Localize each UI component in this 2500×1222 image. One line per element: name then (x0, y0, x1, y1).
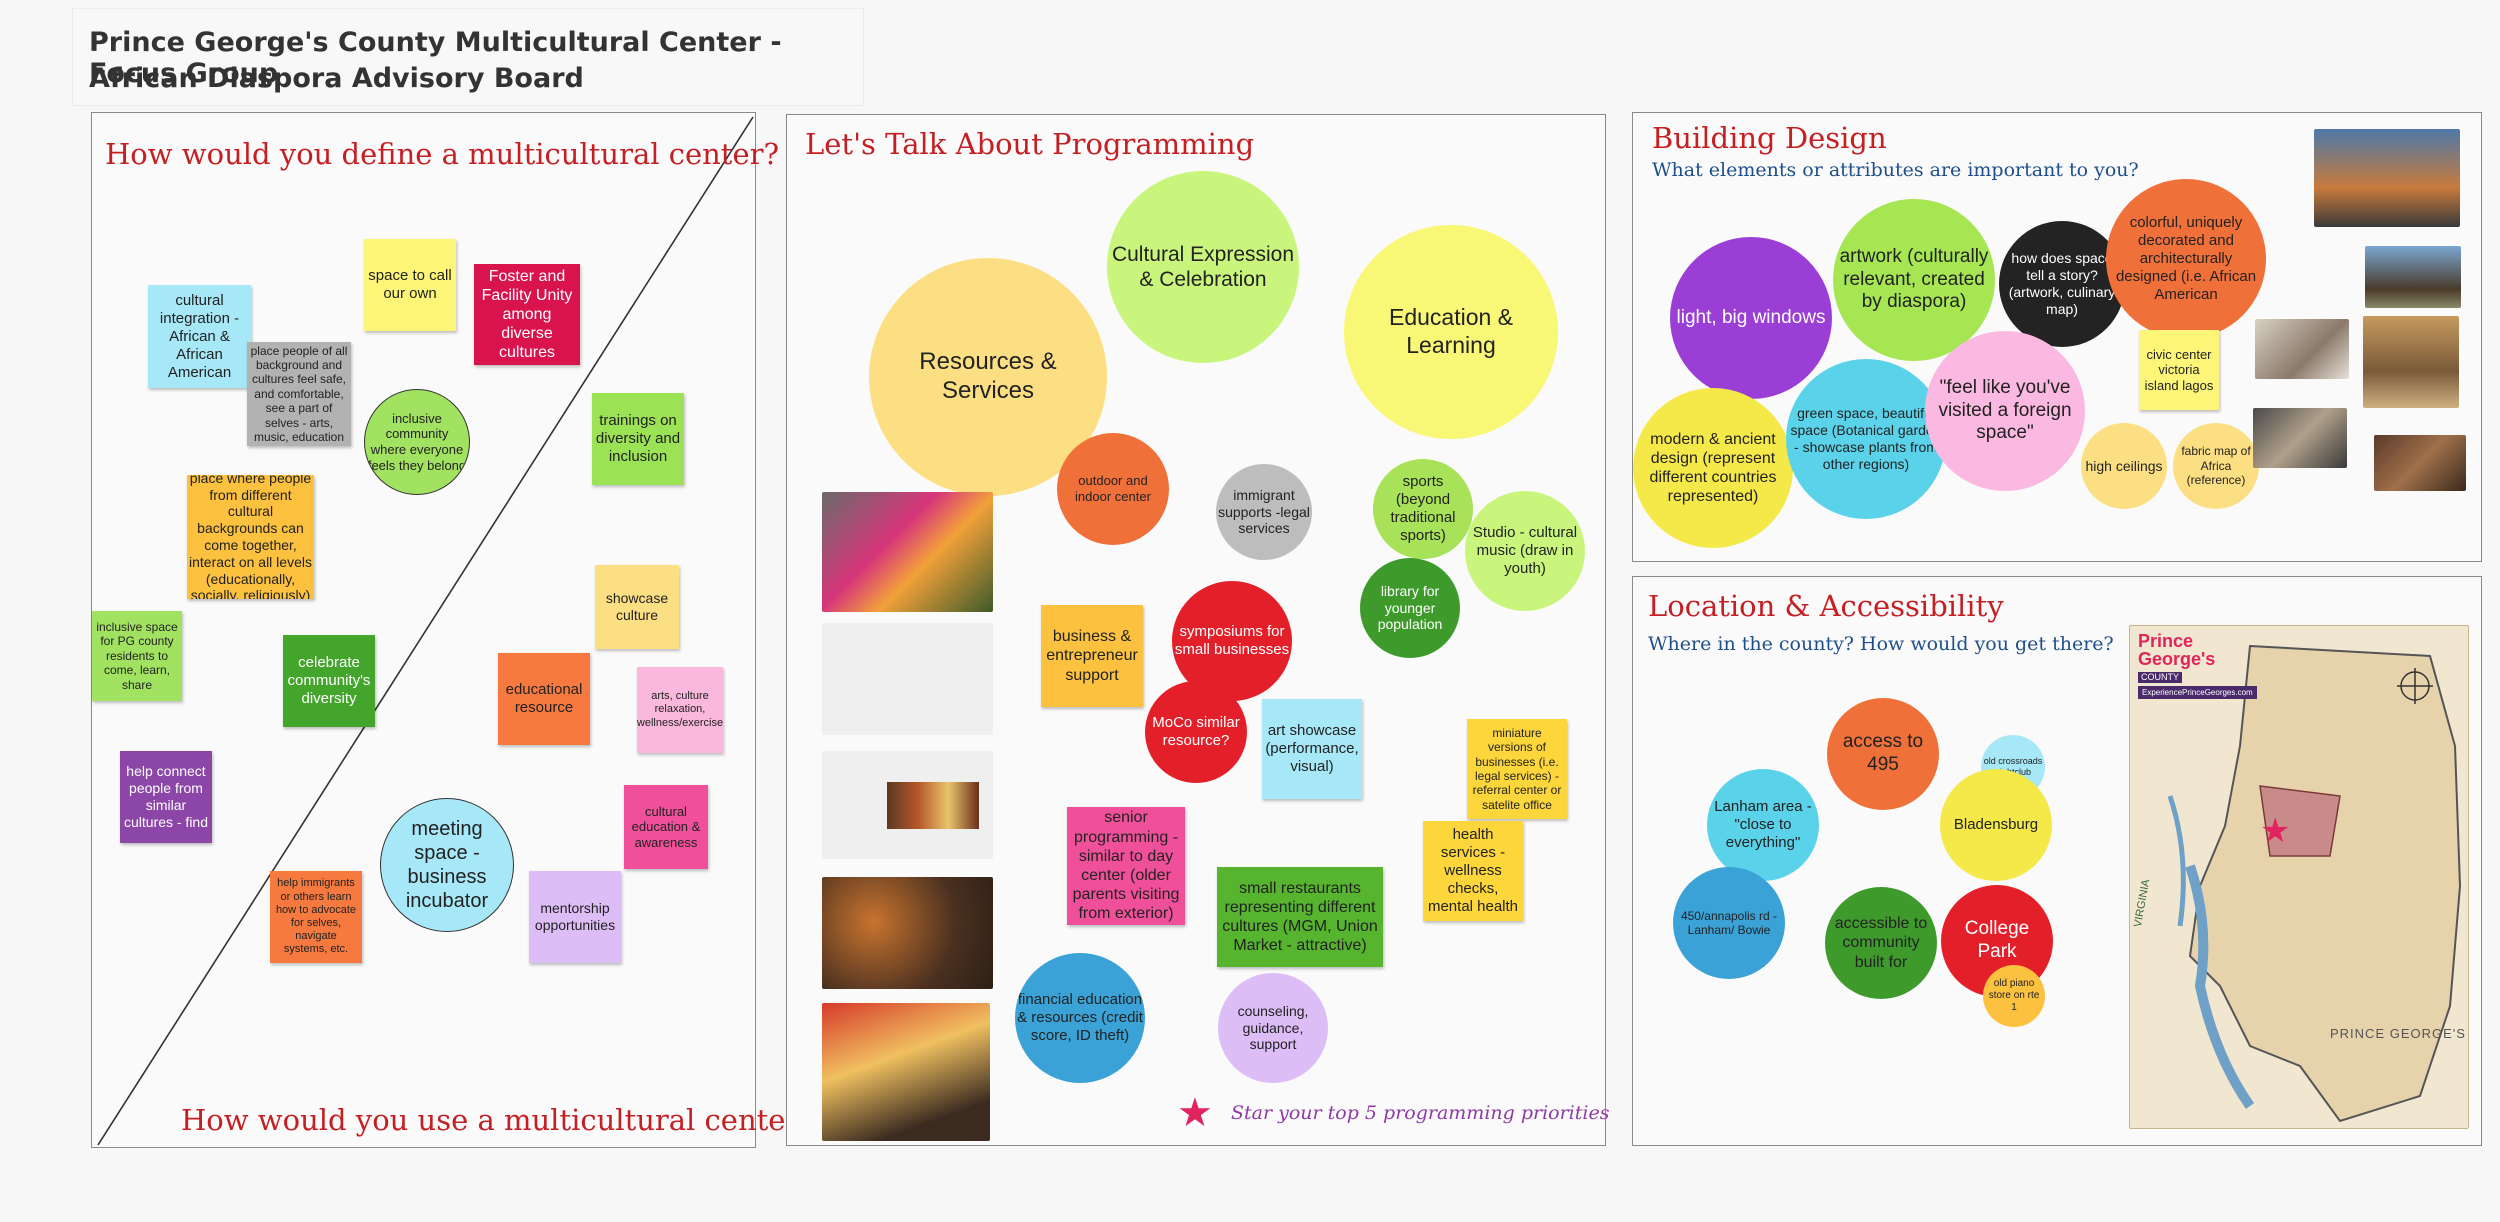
sticky-note[interactable]: health services - wellness checks, menta… (1423, 821, 1523, 921)
sticky-note[interactable]: arts, culture relaxation, wellness/exerc… (637, 667, 723, 753)
sticky-circle[interactable]: access to 495 (1827, 698, 1939, 810)
sticky-circle[interactable]: "feel like you've visited a foreign spac… (1925, 331, 2085, 491)
sticky-circle[interactable]: 450/annapolis rd - Lanham/ Bowie (1673, 867, 1785, 979)
sticky-circle[interactable]: accessible to community built for (1825, 887, 1937, 999)
sticky-note[interactable]: celebrate community's diversity (283, 635, 375, 727)
frame-programming[interactable]: Let's Talk About Programming Resources &… (786, 114, 1610, 1146)
board-subtitle: African Diaspora Advisory Board (89, 63, 584, 94)
location-title: Location & Accessibility (1648, 589, 2004, 623)
photo-loading[interactable] (822, 623, 993, 735)
photo-dancers[interactable] (822, 492, 993, 612)
sticky-circle[interactable]: colorful, uniquely decorated and archite… (2106, 179, 2266, 339)
photo-interior-hall[interactable] (2255, 319, 2349, 379)
photo-food-table[interactable] (822, 751, 993, 859)
sticky-note[interactable]: art showcase (performance, visual) (1262, 699, 1362, 799)
divider-diagonal-line (97, 116, 754, 1146)
sticky-circle[interactable]: light, big windows (1670, 237, 1832, 399)
category-bubble[interactable]: Cultural Expression & Celebration (1107, 171, 1299, 363)
question-use: How would you use a multicultural center… (181, 1103, 815, 1137)
map-url: ExperiencePrinceGeorges.com (2138, 686, 2257, 699)
sticky-circle[interactable]: Lanham area - "close to everything" (1707, 769, 1819, 881)
frame-define-use[interactable]: How would you define a multicultural cen… (91, 112, 815, 1148)
sticky-circle[interactable]: meeting space - business incubator (380, 798, 514, 932)
board-title: Prince George's County Multicultural Cen… (89, 27, 782, 89)
sticky-circle[interactable]: inclusive community where everyone feels… (364, 389, 470, 495)
sticky-note[interactable]: cultural integration - African & African… (148, 285, 251, 388)
sticky-circle[interactable]: Studio - cultural music (draw in youth) (1465, 491, 1585, 611)
sticky-circle[interactable]: library for younger population (1360, 558, 1460, 658)
building-design-question: What elements or attributes are importan… (1652, 159, 2139, 181)
sticky-note[interactable]: trainings on diversity and inclusion (592, 393, 684, 485)
sticky-circle[interactable]: how does space tell a story? (artwork, c… (1999, 221, 2125, 347)
photo-building-exterior[interactable] (2314, 129, 2460, 227)
sticky-note[interactable]: inclusive space for PG county residents … (92, 611, 182, 701)
county-logo: Prince George's COUNTY (2138, 631, 2216, 683)
sticky-circle[interactable]: financial education & resources (credit … (1015, 953, 1145, 1083)
category-bubble[interactable]: Education & Learning (1344, 225, 1558, 439)
photo-market[interactable] (822, 1003, 990, 1141)
sticky-circle[interactable]: counseling, guidance, support (1218, 973, 1328, 1083)
sticky-circle[interactable]: sports (beyond traditional sports) (1373, 459, 1473, 559)
location-question: Where in the county? How would you get t… (1648, 633, 2114, 655)
sticky-note[interactable]: cultural education & awareness (624, 785, 708, 869)
photo-library-ceiling[interactable] (2363, 316, 2459, 408)
sticky-circle[interactable]: high ceilings (2081, 423, 2167, 509)
programming-title: Let's Talk About Programming (805, 127, 1255, 161)
sticky-circle[interactable]: Bladensburg (1940, 769, 2052, 881)
sticky-note[interactable]: small restaurants representing different… (1217, 867, 1383, 967)
board-title-card[interactable]: Prince George's County Multicultural Cen… (72, 8, 864, 106)
sticky-circle[interactable]: fabric map of Africa (reference) (2173, 423, 2259, 509)
sticky-circle[interactable]: outdoor and indoor center (1057, 433, 1169, 545)
sticky-note[interactable]: business & entrepreneur support (1041, 605, 1143, 707)
sticky-circle[interactable]: green space, beautiful space (Botanical … (1786, 359, 1946, 519)
sticky-note[interactable]: mentorship opportunities (529, 871, 621, 963)
sticky-circle[interactable]: immigrant supports -legal services (1216, 464, 1312, 560)
sticky-note[interactable]: miniature versions of businesses (i.e. l… (1467, 719, 1567, 819)
sticky-circle[interactable]: MoCo similar resource? (1145, 681, 1247, 783)
sticky-note[interactable]: showcase culture (595, 565, 679, 649)
question-define: How would you define a multicultural cen… (105, 137, 780, 171)
star-icon: ★ (1177, 1091, 1213, 1135)
sticky-circle[interactable]: old piano store on rte 1 (1983, 965, 2045, 1027)
county-map[interactable]: ★ Prince George's COUNTY ExperiencePrinc… (2129, 625, 2469, 1129)
sticky-note[interactable]: place people of all background and cultu… (247, 342, 351, 446)
sticky-note[interactable]: Foster and Facility Unity among diverse … (474, 264, 580, 365)
photo-room[interactable] (2374, 435, 2466, 491)
sticky-note[interactable]: place where people from different cultur… (187, 475, 314, 599)
building-design-title: Building Design (1652, 121, 1887, 155)
photo-pavilion[interactable] (2365, 246, 2461, 308)
sticky-note[interactable]: help immigrants or others learn how to a… (270, 871, 362, 963)
map-star-icon: ★ (2260, 812, 2291, 850)
photo-dishes[interactable] (822, 877, 993, 989)
sticky-note[interactable]: help connect people from similar culture… (120, 751, 212, 843)
frame-building-design[interactable]: Building Design What elements or attribu… (1632, 112, 2482, 562)
sticky-note[interactable]: senior programming - similar to day cent… (1067, 807, 1185, 925)
sticky-circle[interactable]: artwork (culturally relevant, created by… (1833, 199, 1995, 361)
priority-instruction: Star your top 5 programming priorities (1231, 1102, 1610, 1124)
frame-location[interactable]: Location & Accessibility Where in the co… (1632, 576, 2482, 1146)
county-map-drawing (2167, 644, 2462, 1123)
map-region-label: PRINCE GEORGE'S (2330, 1026, 2466, 1041)
sticky-circle[interactable]: modern & ancient design (represent diffe… (1633, 388, 1793, 548)
sticky-note[interactable]: civic center victoria island lagos (2139, 330, 2219, 410)
photo-cafe[interactable] (2253, 408, 2347, 468)
sticky-note[interactable]: space to call our own (364, 239, 456, 331)
sticky-note[interactable]: educational resource (498, 653, 590, 745)
